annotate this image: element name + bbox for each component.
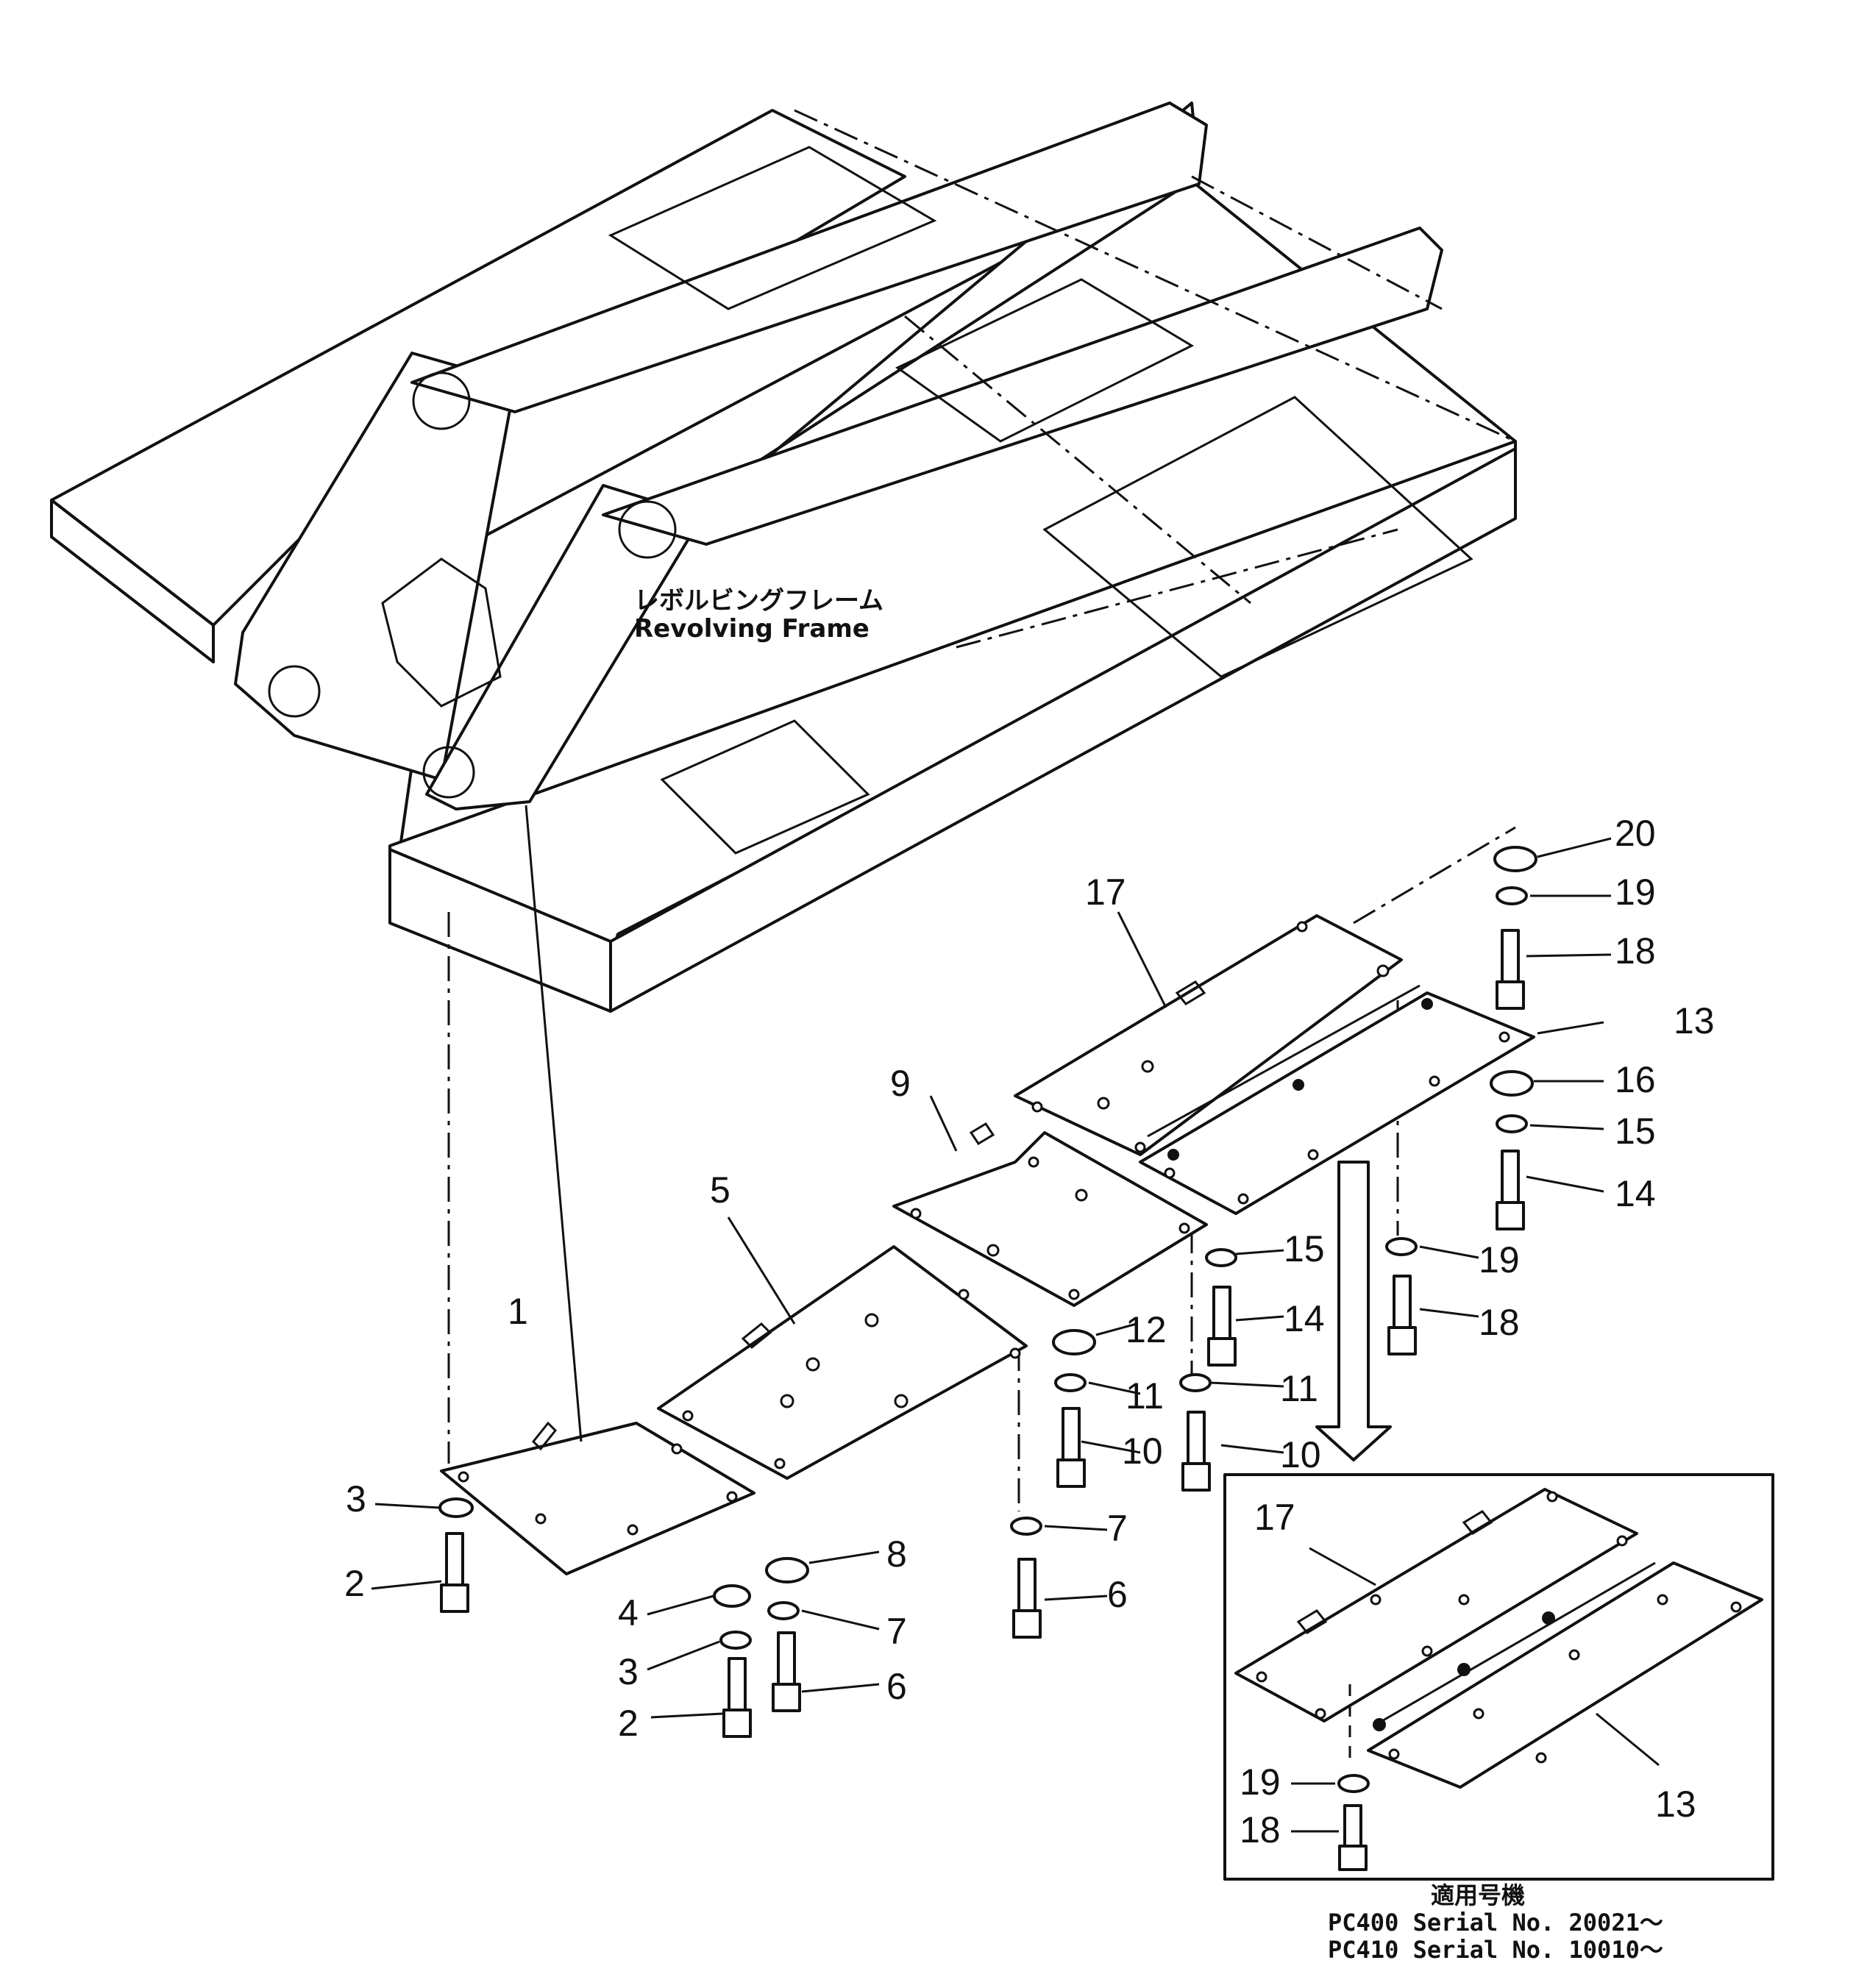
boom-arm-upper: [410, 101, 1208, 413]
pin-boss-3: [268, 665, 321, 718]
washer-19-right: [1496, 886, 1528, 905]
applicability-heading: 適用号機: [1431, 1881, 1525, 1909]
callout-2-left: 2: [344, 1563, 365, 1604]
washer-12: [1052, 1329, 1096, 1355]
callout-11-left: 11: [1126, 1375, 1164, 1417]
callout-3-left: 3: [346, 1478, 366, 1519]
washer-3-center: [719, 1631, 752, 1650]
inset-callout-18: 18: [1240, 1809, 1281, 1850]
washer-15-right: [1496, 1114, 1528, 1133]
deck-opening-3: [660, 719, 870, 855]
washer-8: [765, 1557, 809, 1583]
bolt-2-center: [722, 1657, 752, 1738]
washer-7-center: [767, 1601, 800, 1620]
deck-opening-2: [895, 278, 1195, 443]
callout-2-center: 2: [618, 1703, 639, 1744]
pin-boss-4: [422, 746, 475, 799]
callout-17: 17: [1085, 872, 1126, 913]
bolt-14-right: [1496, 1150, 1525, 1230]
callout-13: 13: [1674, 1000, 1715, 1041]
bolt-14-center: [1207, 1286, 1237, 1367]
bolt-2-left: [440, 1532, 469, 1613]
callout-20: 20: [1615, 813, 1656, 854]
frame-ref-line-3: [1191, 175, 1443, 310]
bolt-6-right: [1012, 1558, 1042, 1639]
pin-boss-1: [412, 371, 471, 430]
bolt-10-right: [1181, 1411, 1211, 1492]
callout-14-center: 14: [1284, 1298, 1325, 1339]
washer-7-right: [1010, 1517, 1042, 1536]
frame-ref-line-2: [904, 315, 1251, 605]
frame-label-ja: レボルビングフレーム: [634, 586, 883, 616]
washer-16: [1490, 1070, 1534, 1097]
callout-14-right: 14: [1615, 1173, 1656, 1214]
callout-11-right: 11: [1280, 1368, 1318, 1409]
callout-18-center: 18: [1479, 1302, 1520, 1343]
callout-5: 5: [710, 1169, 730, 1211]
callout-6-right: 6: [1107, 1574, 1128, 1615]
cover-plate-9: [892, 1122, 1208, 1307]
pin-boss-2: [618, 500, 677, 559]
frame-ref-line-4: [956, 528, 1398, 649]
washer-4: [713, 1584, 751, 1608]
callout-9: 9: [890, 1063, 911, 1104]
inset-callout-13: 13: [1655, 1784, 1696, 1825]
callout-7-right: 7: [1107, 1508, 1128, 1549]
cover-plate-17: [1014, 914, 1403, 1156]
callout-4: 4: [618, 1592, 639, 1633]
inset-box: [1223, 1473, 1774, 1881]
callout-19-right: 19: [1615, 872, 1656, 913]
callout-16: 16: [1615, 1059, 1656, 1100]
frame-label-en: Revolving Frame: [634, 614, 870, 644]
callout-10-left: 10: [1122, 1431, 1163, 1472]
washer-3-left: [438, 1497, 474, 1518]
callout-6-center: 6: [886, 1666, 907, 1707]
down-arrow: [1315, 1161, 1392, 1461]
deck-opening-1: [1042, 396, 1473, 678]
applicability-line-1: PC400 Serial No. 20021～: [1328, 1909, 1663, 1937]
washer-11-left: [1054, 1373, 1087, 1392]
applicability-line-2: PC410 Serial No. 10010～: [1328, 1936, 1663, 1964]
bolt-10-left: [1056, 1407, 1086, 1488]
bolt-6-center: [772, 1631, 801, 1712]
bracket-cutout: [381, 557, 502, 708]
callout-3-center: 3: [618, 1651, 639, 1692]
washer-19-center: [1385, 1237, 1418, 1256]
callout-19-center: 19: [1479, 1239, 1520, 1280]
cover-plate-5: [657, 1245, 1028, 1480]
align-line-top-right: [1353, 826, 1516, 924]
callout-7-center: 7: [886, 1611, 907, 1652]
bolt-18-center: [1387, 1275, 1417, 1355]
boom-arm-lower: [602, 227, 1443, 546]
inset-callout-17: 17: [1254, 1497, 1295, 1538]
callout-15-right: 15: [1615, 1111, 1656, 1152]
callout-10-right: 10: [1280, 1434, 1321, 1475]
callout-1: 1: [508, 1291, 528, 1332]
callout-leaders: [371, 805, 1612, 1719]
callout-15-center: 15: [1284, 1228, 1325, 1269]
cover-plate-1: [440, 1421, 755, 1575]
callout-8: 8: [886, 1533, 907, 1575]
callout-18-right: 18: [1615, 930, 1656, 972]
deck-opening-4: [608, 146, 937, 310]
fasteners: [438, 846, 1537, 1738]
frame-right-rail-front: [609, 447, 1517, 1013]
washer-20: [1493, 846, 1537, 872]
revolving-frame: [50, 101, 1517, 1013]
frame-left-deck-edge: [50, 499, 215, 663]
inset-callout-19: 19: [1240, 1761, 1281, 1803]
cover-plate-13: [1139, 984, 1535, 1215]
callout-12: 12: [1126, 1309, 1167, 1350]
bolt-18-right: [1496, 929, 1525, 1010]
washer-11-right: [1179, 1373, 1212, 1392]
washer-15-center: [1205, 1248, 1237, 1267]
